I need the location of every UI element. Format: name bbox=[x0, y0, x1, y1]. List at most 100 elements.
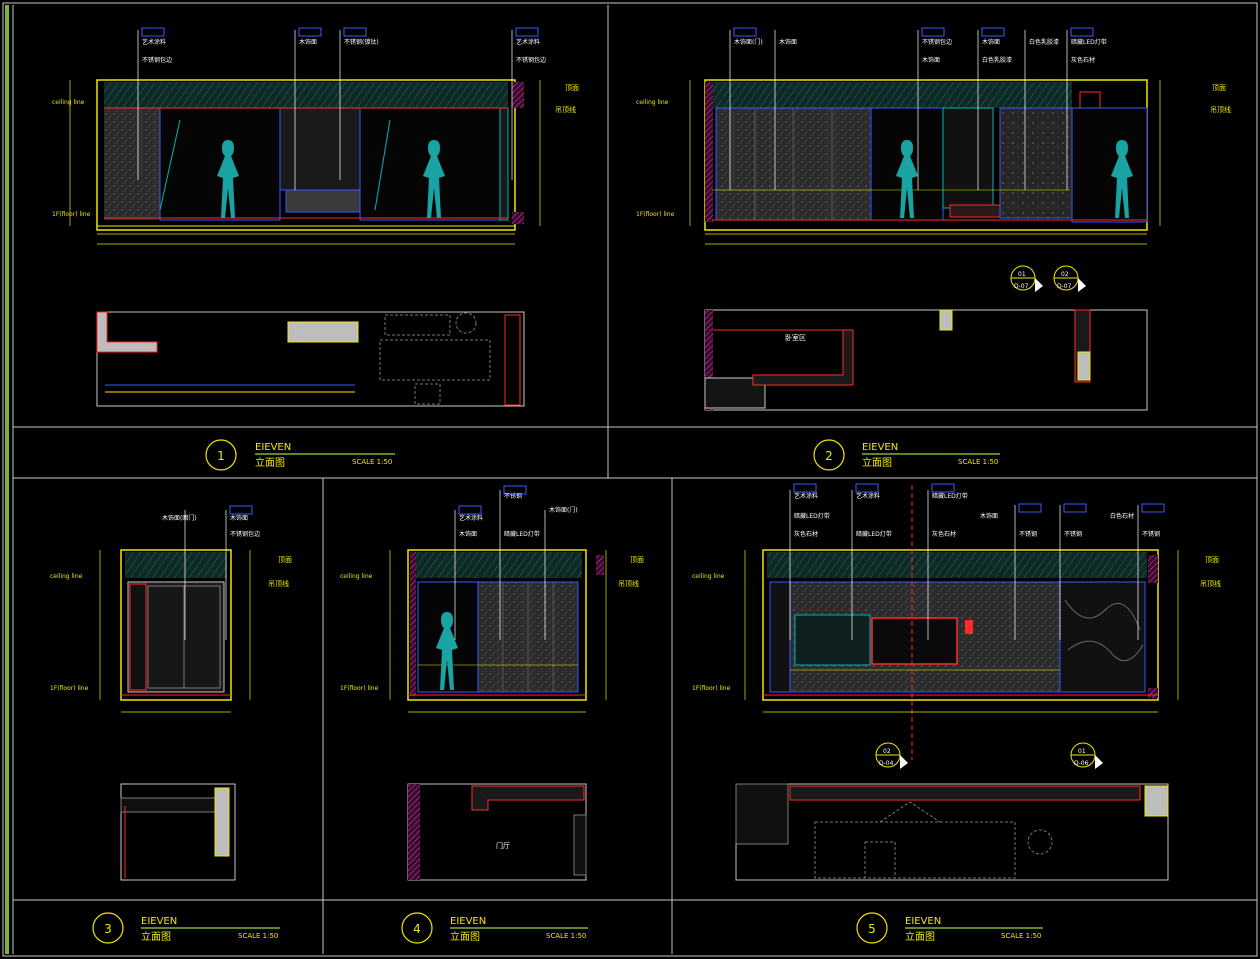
note: 不锈钢 bbox=[1142, 530, 1160, 538]
panel-name: EIEVEN bbox=[141, 916, 177, 927]
person-silhouette bbox=[436, 612, 458, 690]
panel-1-plan bbox=[96, 311, 525, 407]
panel-subtitle: 立面图 bbox=[141, 930, 171, 943]
panel-scale: SCALE 1:50 bbox=[958, 458, 998, 466]
panel-3-plan bbox=[120, 783, 236, 881]
ceiling-line-label: ceiling line bbox=[50, 573, 83, 580]
title-block-5: 5 EIEVEN 立面图 SCALE 1:50 bbox=[856, 912, 1043, 944]
note: 木饰面 bbox=[779, 38, 797, 46]
ceiling-cn-label: 吊顶线 bbox=[1210, 105, 1231, 114]
note: 不锈钢包边 bbox=[230, 530, 260, 538]
note: 艺术涂料 bbox=[516, 38, 540, 46]
note: 木饰面(门) bbox=[549, 506, 578, 514]
note: 暗藏LED灯带 bbox=[794, 512, 830, 520]
panel-scale: SCALE 1:50 bbox=[546, 932, 586, 940]
section-mark-sheet: D-07 bbox=[1014, 283, 1029, 290]
title-block-1: 1 EIEVEN 立面图 SCALE 1:50 bbox=[205, 439, 395, 471]
ceiling-cn-label: 吊顶线 bbox=[555, 105, 576, 114]
panel-subtitle: 立面图 bbox=[450, 930, 480, 943]
top-level-label: 顶面 bbox=[565, 84, 579, 92]
ceiling-cn-label: 吊顶线 bbox=[268, 579, 289, 588]
top-level-label: 顶面 bbox=[1205, 556, 1219, 564]
panel-number: 2 bbox=[825, 449, 833, 463]
section-mark-sheet: D-04 bbox=[879, 760, 894, 767]
panel-5-notes: 艺术涂料 暗藏LED灯带 灰色石材 艺术涂料 暗藏LED灯带 暗藏LED灯带 灰… bbox=[793, 483, 1165, 538]
title-block-2: 2 EIEVEN 立面图 SCALE 1:50 bbox=[813, 439, 1000, 471]
panel-1-elevation: ceiling line 1F(floor) line 顶面 吊顶线 bbox=[52, 30, 579, 245]
note: 不锈钢包边 bbox=[516, 56, 546, 64]
note: 白色乳胶漆 bbox=[982, 56, 1012, 64]
note: 灰色石材 bbox=[1071, 56, 1095, 64]
section-mark: 01 D-06 bbox=[1070, 742, 1103, 769]
panel-2-elevation: ceiling line 1F(floor) line 顶面 吊顶线 bbox=[636, 30, 1231, 245]
person-silhouette bbox=[1111, 140, 1133, 218]
panel-2-notes: 木饰面(门) 木饰面 不锈钢包边 木饰面 木饰面 白色乳胶漆 白色乳胶漆 暗藏L… bbox=[733, 27, 1107, 64]
note: 不锈钢包边 bbox=[922, 38, 952, 46]
panel-2-plan: 卧室区 bbox=[704, 309, 1148, 411]
person-silhouette bbox=[217, 140, 239, 218]
room-label: 卧室区 bbox=[785, 333, 806, 342]
floor-line-label: 1F(floor) line bbox=[636, 211, 675, 218]
note: 木饰面 bbox=[922, 56, 940, 64]
panel-name: EIEVEN bbox=[905, 916, 941, 927]
note: 木饰面 bbox=[982, 38, 1000, 46]
note: 不锈钢(镀钛) bbox=[344, 38, 379, 46]
room-label: 门厅 bbox=[496, 841, 510, 850]
title-block-4: 4 EIEVEN 立面图 SCALE 1:50 bbox=[401, 912, 588, 944]
floor-line-label: 1F(floor) line bbox=[50, 685, 89, 692]
panel-subtitle: 立面图 bbox=[905, 930, 935, 943]
section-mark: 02 D-07 bbox=[1053, 265, 1086, 292]
note: 艺术涂料 bbox=[142, 38, 166, 46]
panel-scale: SCALE 1:50 bbox=[238, 932, 278, 940]
ceiling-line-label: ceiling line bbox=[692, 573, 725, 580]
note: 艺术涂料 bbox=[459, 514, 483, 522]
note: 不锈钢 bbox=[504, 492, 522, 500]
panel-name: EIEVEN bbox=[862, 442, 898, 453]
note: 不锈钢 bbox=[1019, 530, 1037, 538]
panel-4-elevation: ceiling line 1F(floor) line 顶面 吊顶线 艺术涂料 … bbox=[340, 485, 644, 713]
person-silhouette bbox=[896, 140, 918, 218]
section-mark-number: 01 bbox=[1018, 271, 1026, 278]
note: 不锈钢包边 bbox=[142, 56, 172, 64]
ceiling-line-label: ceiling line bbox=[52, 99, 85, 106]
section-mark: 02 D-04 bbox=[875, 742, 908, 769]
panel-1-notes: 艺术涂料 不锈钢包边 木饰面 不锈钢(镀钛) 艺术涂料 不锈钢包边 bbox=[141, 27, 546, 64]
panel-3-elevation: ceiling line 1F(floor) line 顶面 吊顶线 木饰面(暗… bbox=[50, 505, 292, 713]
ceiling-line-label: ceiling line bbox=[340, 573, 373, 580]
panel-number: 5 bbox=[868, 922, 876, 936]
panel-4-plan: 门厅 bbox=[407, 783, 587, 881]
left-accent-bar bbox=[5, 5, 9, 954]
section-mark-sheet: D-07 bbox=[1057, 283, 1072, 290]
panel-name: EIEVEN bbox=[255, 442, 291, 453]
ceiling-cn-label: 吊顶线 bbox=[618, 579, 639, 588]
note: 木饰面 bbox=[980, 512, 998, 520]
note: 白色石材 bbox=[1110, 512, 1134, 520]
panel-scale: SCALE 1:50 bbox=[352, 458, 392, 466]
panel-number: 1 bbox=[217, 449, 225, 463]
note: 木饰面(门) bbox=[734, 38, 763, 46]
panel-scale: SCALE 1:50 bbox=[1001, 932, 1041, 940]
note: 暗藏LED灯带 bbox=[1071, 38, 1107, 46]
section-mark-number: 02 bbox=[883, 748, 891, 755]
note: 艺术涂料 bbox=[794, 492, 818, 500]
floor-line-label: 1F(floor) line bbox=[340, 685, 379, 692]
note: 艺术涂料 bbox=[856, 492, 880, 500]
note: 不锈钢 bbox=[1064, 530, 1082, 538]
section-mark: 01 D-07 bbox=[1010, 265, 1043, 292]
note: 暗藏LED灯带 bbox=[932, 492, 968, 500]
note: 木饰面 bbox=[459, 530, 477, 538]
section-mark-number: 02 bbox=[1061, 271, 1069, 278]
top-level-label: 顶面 bbox=[278, 556, 292, 564]
panel-name: EIEVEN bbox=[450, 916, 486, 927]
person-silhouette bbox=[423, 140, 445, 218]
top-level-label: 顶面 bbox=[630, 556, 644, 564]
title-block-3: 3 EIEVEN 立面图 SCALE 1:50 bbox=[92, 912, 280, 944]
panel-subtitle: 立面图 bbox=[255, 456, 285, 469]
top-level-label: 顶面 bbox=[1212, 84, 1226, 92]
note: 暗藏LED灯带 bbox=[856, 530, 892, 538]
note: 木饰面 bbox=[299, 38, 317, 46]
ceiling-line-label: ceiling line bbox=[636, 99, 669, 106]
note: 木饰面 bbox=[230, 514, 248, 522]
